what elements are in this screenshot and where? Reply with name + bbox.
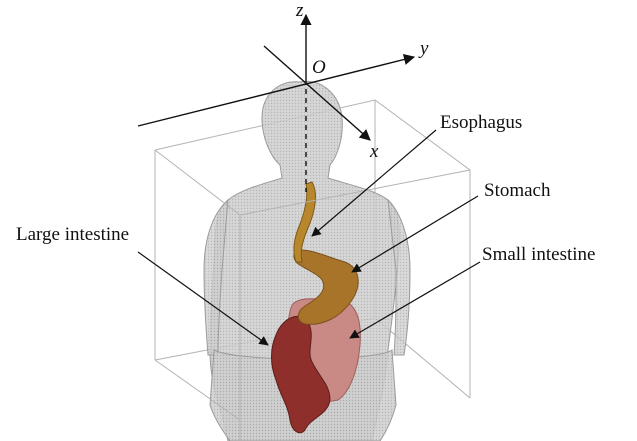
y-axis-label: y: [418, 38, 429, 59]
box-front-top-left: [155, 150, 240, 215]
z-axis-label: z: [295, 0, 304, 21]
large-intestine-label: Large intestine: [16, 224, 129, 245]
origin-label: O: [312, 57, 326, 78]
x-axis-label: x: [369, 141, 379, 162]
small-intestine-label: Small intestine: [482, 244, 595, 265]
esophagus-label: Esophagus: [440, 112, 522, 133]
stomach-label: Stomach: [484, 180, 551, 201]
